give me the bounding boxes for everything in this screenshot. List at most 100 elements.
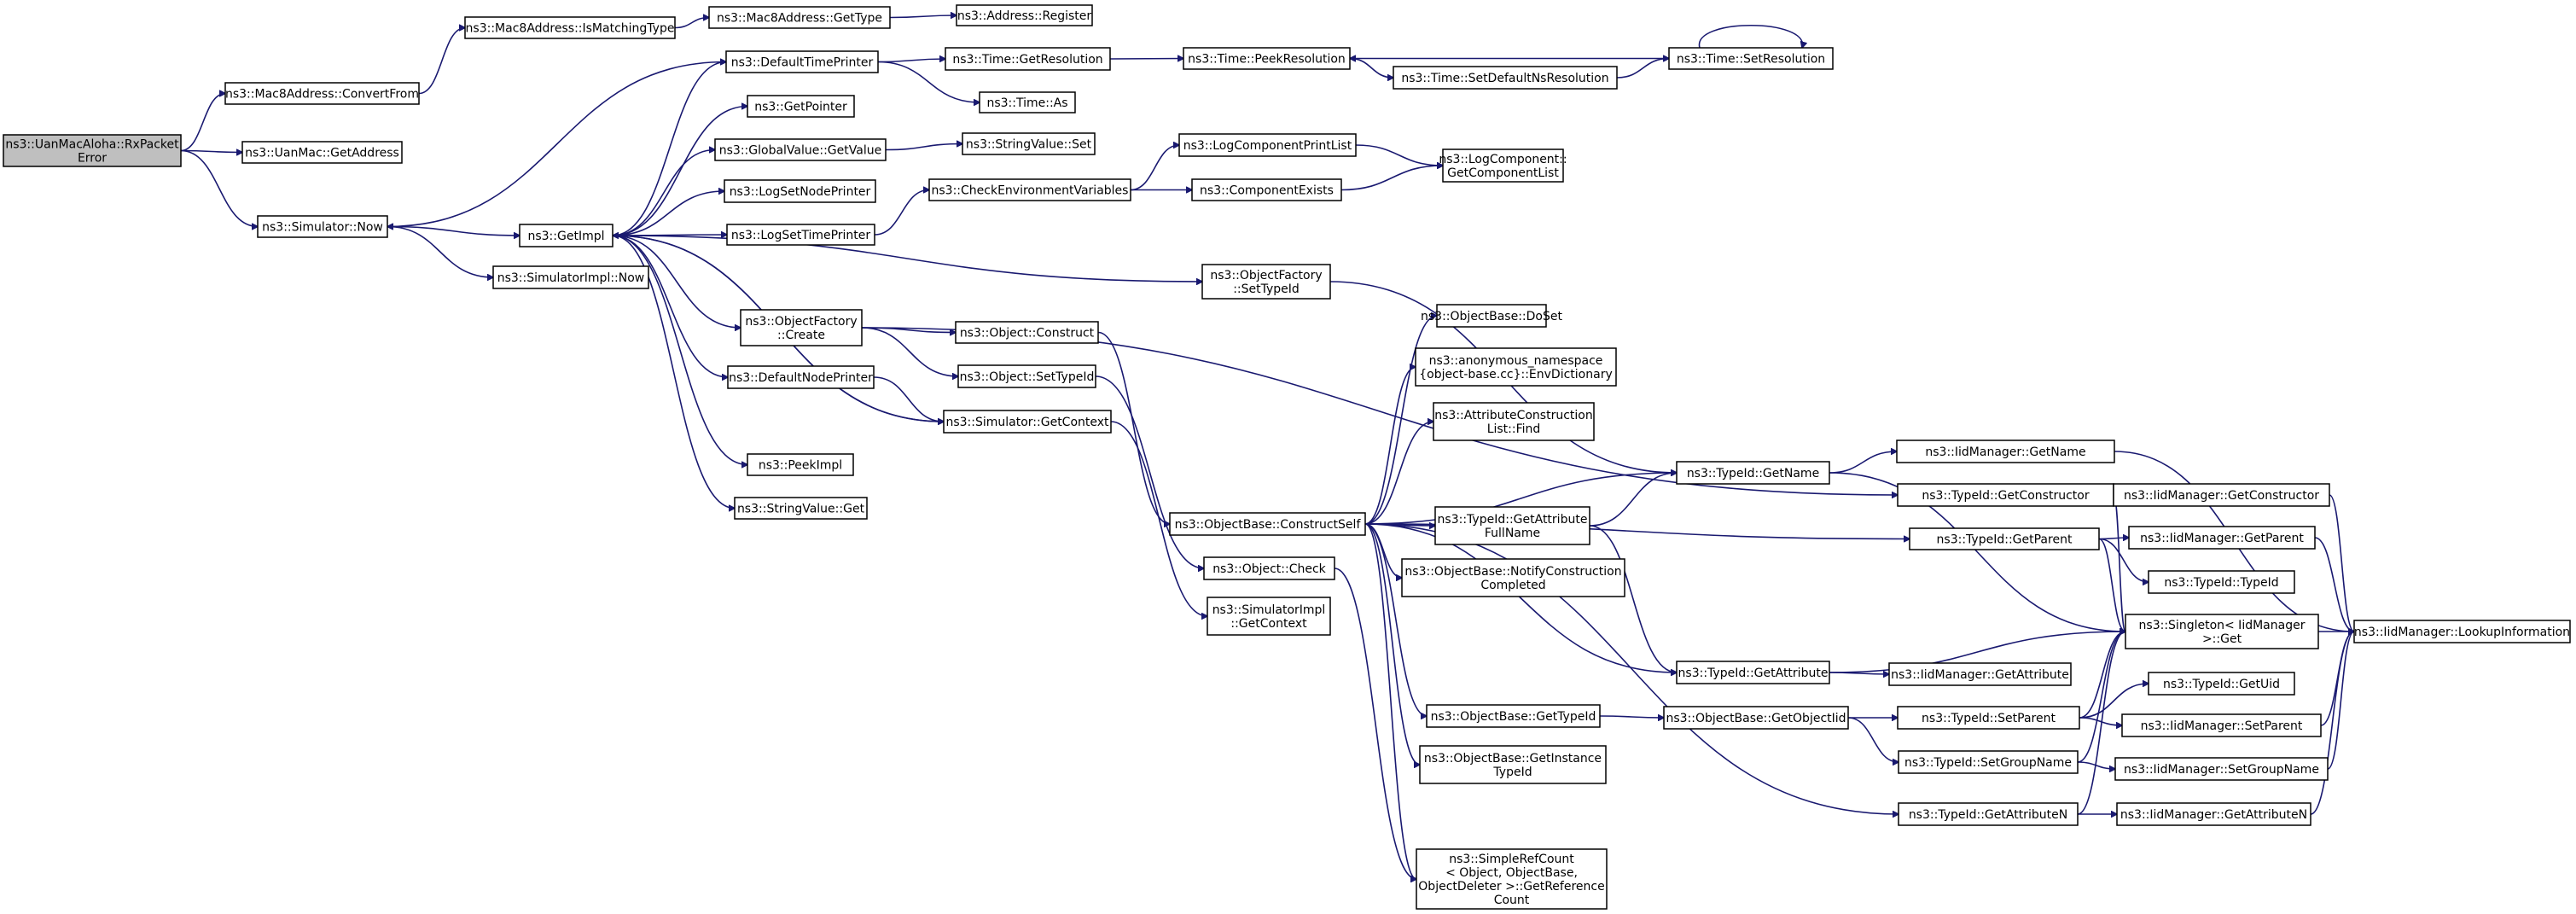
graph-node-n53[interactable]: ns3::TypeId::SetParent [1897,706,2080,730]
node-label: ns3::Object::SetTypeId [960,370,1095,384]
graph-node-n47[interactable]: ns3::Singleton< IidManager>::Get [2125,614,2319,649]
graph-node-n19[interactable]: ns3::CheckEnvironmentVariables [928,178,1131,201]
graph-node-n20[interactable]: ns3::LogComponentPrintList [1178,133,1357,157]
node-label: {object-base.cc}::EnvDictionary [1419,368,1612,381]
graph-node-n28[interactable]: ns3::DefaultNodePrinter [727,365,875,389]
node-box [956,4,1093,26]
graph-node-n10[interactable]: ns3::Time::PeekResolution [1183,47,1351,70]
graph-node-n24[interactable]: ns3::ObjectFactory::SetTypeId [1201,264,1331,300]
graph-node-n50[interactable]: ns3::IidManager::GetAttribute [1888,662,2072,686]
graph-node-n40[interactable]: ns3::TypeId::GetName [1676,461,1830,485]
graph-node-n12[interactable]: ns3::Time::SetResolution [1668,47,1834,70]
edge-n35-to-n49 [1364,523,1677,672]
edge-n43-to-n48 [2329,494,2354,632]
edge-n7-to-n31 [612,235,735,509]
node-box [979,91,1076,114]
node-box [928,178,1131,201]
node-box [1896,440,2115,463]
node-box [1433,402,1595,441]
graph-node-n3[interactable]: ns3::Mac8Address::GetType [708,6,891,29]
graph-node-n42[interactable]: ns3::TypeId::GetConstructor [1897,483,2114,507]
node-label: ns3::LogComponentPrintList [1183,139,1352,153]
graph-node-n13[interactable]: ns3::Time::As [979,91,1076,114]
graph-node-n60[interactable]: ns3::IidManager::GetAttributeN [2116,802,2311,826]
node-label: ns3::Mac8Address::IsMatchingType [466,22,675,36]
node-label: ns3::LogSetNodePrinter [730,185,871,199]
graph-node-n22[interactable]: ns3::ComponentExists [1191,178,1342,201]
graph-node-n25[interactable]: ns3::ObjectFactory::Create [740,309,863,346]
node-box [257,215,388,238]
graph-node-n30[interactable]: ns3::PeekImpl [747,453,854,476]
edge-n35-to-n33 [1364,367,1416,525]
node-label: ns3::IidManager::SetGroupName [2124,763,2319,777]
graph-node-n33[interactable]: ns3::anonymous_namespace{object-base.cc}… [1415,347,1617,387]
edge-n40-to-n41 [1829,451,1897,474]
graph-node-n48[interactable]: ns3::IidManager::LookupInformation [2353,620,2571,643]
graph-node-n15[interactable]: ns3::GlobalValue::GetValue [714,138,887,161]
graph-node-n59[interactable]: ns3::TypeId::GetAttributeN [1898,802,2079,826]
node-box [519,224,613,247]
graph-node-n37[interactable]: ns3::ObjectBase::NotifyConstructionCompl… [1401,558,1625,597]
graph-node-n8[interactable]: ns3::DefaultTimePrinter [725,50,879,73]
graph-node-n51[interactable]: ns3::ObjectBase::GetTypeId [1426,704,1601,728]
node-box [1898,750,2079,774]
graph-node-n27[interactable]: ns3::Object::SetTypeId [957,364,1096,388]
edge-n53-to-n54 [2079,684,2149,719]
node-box [962,132,1096,155]
graph-node-n49[interactable]: ns3::TypeId::GetAttribute [1676,661,1830,684]
graph-node-n6[interactable]: ns3::Simulator::Now [257,215,388,238]
graph-node-n45[interactable]: ns3::IidManager::GetParent [2128,526,2316,550]
node-box [727,365,875,389]
node-box [1183,47,1351,70]
graph-node-n54[interactable]: ns3::TypeId::GetUid [2148,672,2295,696]
graph-node-n16[interactable]: ns3::StringValue::Set [962,132,1096,155]
edge-n60-to-n48 [2310,632,2354,815]
graph-node-n18[interactable]: ns3::LogSetTimePrinter [726,224,875,246]
graph-node-n5[interactable]: ns3::UanMac::GetAddress [241,141,403,164]
edge-n7-to-n14 [612,107,747,236]
graph-node-n38[interactable]: ns3::Object::Check [1203,556,1335,580]
graph-node-n61[interactable]: ns3::SimpleRefCount< Object, ObjectBase,… [1416,848,1608,910]
graph-node-n52[interactable]: ns3::ObjectBase::GetObjectIid [1663,706,1849,730]
node-label: ns3::Simulator::Now [262,221,383,235]
edge-n2-to-n3 [674,18,709,29]
graph-node-n46[interactable]: ns3::TypeId::TypeId [2148,570,2295,594]
graph-node-n31[interactable]: ns3::StringValue::Get [734,497,868,520]
graph-node-n2[interactable]: ns3::Mac8Address::IsMatchingType [464,16,676,39]
graph-node-n41[interactable]: ns3::IidManager::GetName [1896,440,2115,463]
node-label: ns3::ObjectBase::GetObjectIid [1666,712,1846,725]
graph-node-n23[interactable]: ns3::SimulatorImpl::Now [492,265,649,289]
node-label: ns3::UanMac::GetAddress [245,147,399,160]
node-label: ObjectDeleter >::GetReference [1418,880,1604,894]
edge-n7-to-n8 [612,62,726,236]
graph-node-n14[interactable]: ns3::GetPointer [747,95,855,118]
graph-node-n44[interactable]: ns3::TypeId::GetParent [1909,527,2100,550]
graph-node-n26[interactable]: ns3::Object::Construct [955,321,1099,344]
graph-node-n39[interactable]: ns3::SimulatorImpl::GetContext [1207,597,1331,636]
graph-node-n32[interactable]: ns3::ObjectBase::DoSet [1421,304,1562,328]
graph-node-n1[interactable]: ns3::Mac8Address::ConvertFrom [224,82,420,105]
edge-n35-to-n40 [1364,473,1677,525]
graph-node-n11[interactable]: ns3::Time::SetDefaultNsResolution [1393,66,1618,90]
graph-node-n43[interactable]: ns3::IidManager::GetConstructor [2113,483,2330,507]
graph-node-n55[interactable]: ns3::IidManager::SetParent [2121,713,2322,737]
edge-n40-to-n47 [1829,472,2125,632]
graph-node-n57[interactable]: ns3::IidManager::SetGroupName [2114,757,2329,781]
graph-node-n21[interactable]: ns3::LogComponent::GetComponentList [1439,148,1567,183]
graph-node-n7[interactable]: ns3::GetImpl [519,224,613,247]
node-label: ns3::GetImpl [527,230,604,243]
node-label: ns3::IidManager::LookupInformation [2354,626,2570,639]
graph-node-n56[interactable]: ns3::TypeId::SetGroupName [1898,750,2079,774]
graph-node-n9[interactable]: ns3::Time::GetResolution [945,47,1111,71]
graph-node-n35[interactable]: ns3::ObjectBase::ConstructSelf [1169,512,1366,536]
graph-node-n4[interactable]: ns3::Address::Register [956,4,1093,26]
graph-node-n29[interactable]: ns3::Simulator::GetContext [943,410,1112,434]
node-box [725,50,879,73]
edge-n29-to-n39 [1110,421,1207,616]
graph-node-n17[interactable]: ns3::LogSetNodePrinter [724,179,876,203]
edge-n35-to-n37 [1364,523,1402,578]
